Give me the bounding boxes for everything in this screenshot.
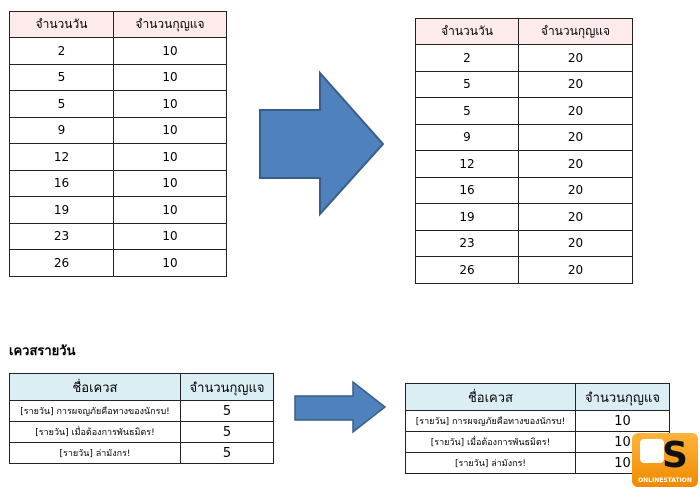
key-count-cell: 10 [113,90,227,118]
day-cell: 5 [9,90,114,118]
day-cell: 19 [9,196,114,224]
day-cell: 2 [415,44,519,72]
header-keys: จำนวนกุญแจ [113,11,227,38]
small-arrow-icon [294,380,387,434]
key-count-cell: 10 [113,169,227,197]
day-cell: 9 [9,116,114,144]
header-keys: จำนวนกุญแจ [518,18,633,45]
header-keys: จำนวนกุญแจ [575,383,670,411]
day-cell: 26 [415,256,519,284]
big-arrow-icon [259,70,385,217]
table-row: [รายวัน] เมื่อต้องการพันธมิตร!5 [9,421,274,443]
day-cell: 5 [415,70,519,98]
key-count-cell: 20 [518,229,633,257]
key-count-cell: 10 [113,63,227,91]
table-row: [รายวัน] การผจญภัยคือทางของนักรบ!10 [405,410,670,432]
quest-name-cell: [รายวัน] ล่ามังกร! [405,452,576,474]
quest-name-cell: [รายวัน] ล่ามังกร! [9,442,181,464]
daily-after-table: ชื่อเควสจำนวนกุญแจ [รายวัน] การผจญภัยคือ… [405,383,670,474]
key-count-cell: 20 [518,44,633,72]
day-cell: 2 [9,37,114,65]
header-quest-name: ชื่อเควส [9,373,181,401]
quest-name-cell: [รายวัน] เมื่อต้องการพันธมิตร! [405,431,576,453]
day-cell: 5 [415,97,519,125]
day-cell: 5 [9,63,114,91]
key-count-cell: 10 [113,222,227,250]
key-count-cell: 20 [518,176,633,204]
day-cell: 23 [9,222,114,250]
day-cell: 23 [415,229,519,257]
table-row: [รายวัน] การผจญภัยคือทางของนักรบ!5 [9,400,274,422]
key-count-cell: 10 [113,37,227,65]
key-count-cell: 10 [113,116,227,144]
header-quest-name: ชื่อเควส [405,383,576,411]
table-row: [รายวัน] ล่ามังกร!5 [9,442,274,464]
day-cell: 19 [415,203,519,231]
daily-quest-title: เควสรายวัน [9,344,76,359]
key-count-cell: 10 [113,143,227,171]
key-count-cell: 5 [180,442,274,464]
key-count-cell: 20 [518,203,633,231]
header-keys: จำนวนกุญแจ [180,373,274,401]
day-cell: 16 [9,169,114,197]
key-count-cell: 20 [518,150,633,178]
key-count-cell: 10 [575,410,670,432]
day-cell: 12 [415,150,519,178]
quest-name-cell: [รายวัน] การผจญภัยคือทางของนักรบ! [9,400,181,422]
table-row: [รายวัน] ล่ามังกร!10 [405,452,670,474]
table-row: [รายวัน] เมื่อต้องการพันธมิตร!10 [405,431,670,453]
key-count-cell: 20 [518,70,633,98]
key-count-cell: 5 [180,400,274,422]
key-count-cell: 20 [518,123,633,151]
quest-name-cell: [รายวัน] เมื่อต้องการพันธมิตร! [9,421,181,443]
key-count-cell: 20 [518,97,633,125]
day-cell: 16 [415,176,519,204]
day-cell: 9 [415,123,519,151]
header-days: จำนวนวัน [415,18,519,45]
day-cell: 12 [9,143,114,171]
key-count-cell: 20 [518,256,633,284]
day-cell: 26 [9,249,114,277]
header-days: จำนวนวัน [9,11,114,38]
key-count-cell: 10 [113,196,227,224]
key-count-cell: 5 [180,421,274,443]
quest-name-cell: [รายวัน] การผจญภัยคือทางของนักรบ! [405,410,576,432]
key-count-cell: 10 [113,249,227,277]
daily-before-table: ชื่อเควสจำนวนกุญแจ [รายวัน] การผจญภัยคือ… [9,373,274,464]
